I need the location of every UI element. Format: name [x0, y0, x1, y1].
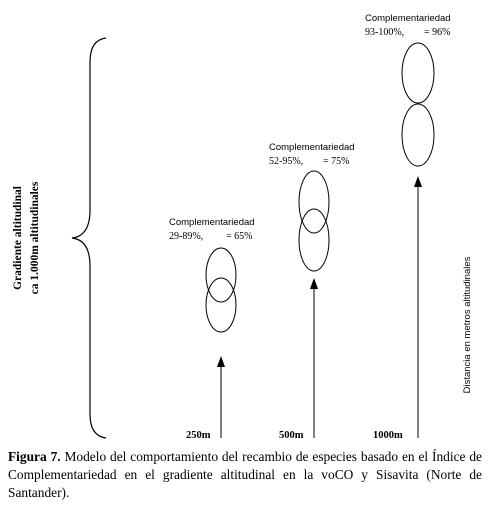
complementarity-diagram: Gradiente altitudinal ca 1.000m altitudi… [12, 13, 473, 440]
station-500m: Complementariedad 52-95%, = 75% 500m [269, 142, 355, 440]
community-ellipse-upper [298, 170, 330, 234]
figure-caption: Figura 7. Modelo del comportamiento del … [8, 448, 482, 502]
right-axis-label: Distancia en metros altitudinales [462, 256, 473, 393]
complementarity-mean: = 65% [226, 231, 252, 242]
elevation-label: 500m [279, 430, 304, 440]
station-1000m: Complementariedad 93-100%, = 96% 1000m [365, 13, 451, 440]
community-ellipse-lower [401, 103, 435, 167]
elevation-label: 1000m [373, 430, 403, 440]
elevation-label: 250m [186, 430, 211, 440]
station-250m: Complementariedad 29-89%, = 65% 250m [169, 217, 255, 440]
complementarity-mean: = 96% [424, 27, 450, 38]
community-ellipse-upper [205, 247, 237, 303]
y-axis-label-line2: ca 1.000m altitudinales [29, 181, 41, 294]
elevation-arrow-head [414, 176, 422, 187]
complementarity-range: 52-95%, [269, 156, 303, 167]
community-ellipse-lower [298, 208, 330, 272]
community-ellipse-lower [205, 277, 237, 333]
complementarity-title: Complementariedad [169, 217, 255, 228]
complementarity-title: Complementariedad [365, 13, 451, 24]
complementarity-range: 29-89%, [169, 231, 203, 242]
figure-caption-text: Modelo del comportamiento del recambio d… [8, 449, 482, 500]
figure-label: Figura 7. [8, 449, 61, 464]
complementarity-title: Complementariedad [269, 142, 355, 153]
community-ellipse-upper [401, 42, 435, 104]
complementarity-range: 93-100%, [365, 27, 404, 38]
elevation-arrow-head [310, 278, 318, 289]
y-axis-label-line1: Gradiente altitudinal [12, 186, 24, 290]
complementarity-mean: = 75% [323, 156, 349, 167]
elevation-arrow-head [217, 356, 225, 367]
curly-brace [71, 37, 107, 439]
